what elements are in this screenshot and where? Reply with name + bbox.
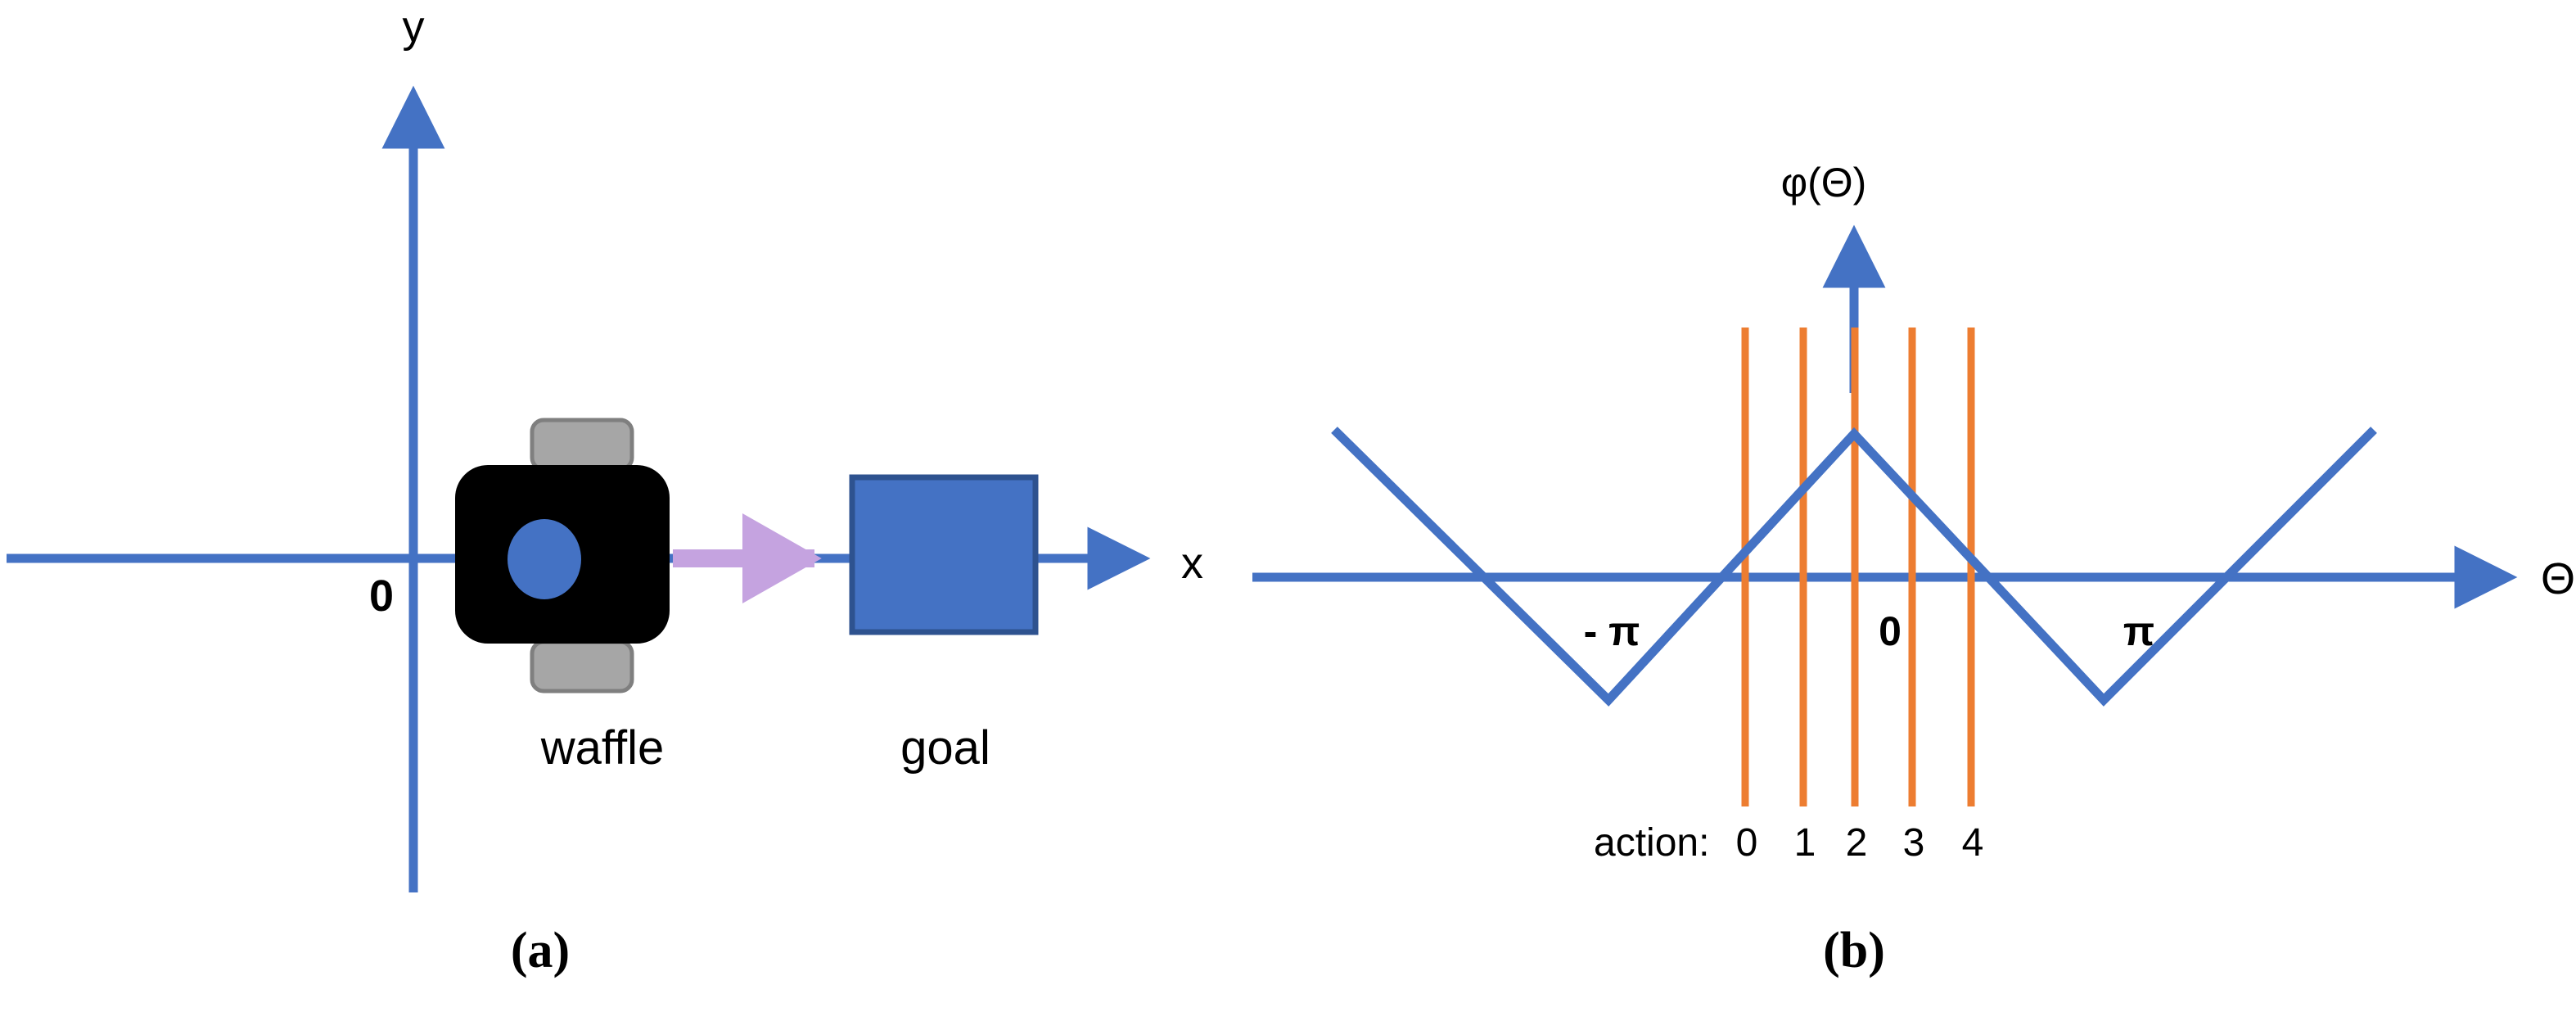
goal-label: goal — [900, 721, 990, 775]
action-value-0: 0 — [1735, 821, 1758, 865]
action-value-1: 1 — [1793, 821, 1816, 865]
panel-b-y-axis-label: φ(Θ) — [1780, 160, 1867, 206]
robot-waffle-icon — [455, 418, 670, 693]
panel-b-axes — [1252, 224, 2518, 609]
panel-a-caption: (a) — [510, 923, 571, 978]
goal-box-icon — [849, 474, 1039, 635]
tick-label-zero: 0 — [1879, 608, 1902, 654]
action-boundary-lines — [1741, 328, 1975, 806]
panel-a-y-axis-label: y — [402, 2, 425, 52]
robot-wheel-top — [530, 418, 634, 472]
phi-theta-curve — [1331, 427, 2377, 707]
panel-b-caption: (b) — [1823, 923, 1885, 978]
panel-b-theta-axis-label: Θ — [2541, 554, 2576, 603]
robot-sensor — [508, 519, 581, 599]
panel-a-x-axis-label: x — [1181, 539, 1203, 588]
action-value-3: 3 — [1902, 821, 1925, 865]
panel-a-origin-label: 0 — [369, 571, 395, 621]
tick-label-neg-pi: - π — [1583, 608, 1640, 654]
robot-wheel-bottom — [530, 639, 634, 693]
action-value-4: 4 — [1961, 821, 1984, 865]
action-value-2: 2 — [1845, 821, 1868, 865]
tick-label-pi: π — [2123, 608, 2155, 654]
action-prefix-label: action: — [1594, 821, 1710, 865]
robot-label: waffle — [540, 721, 665, 775]
